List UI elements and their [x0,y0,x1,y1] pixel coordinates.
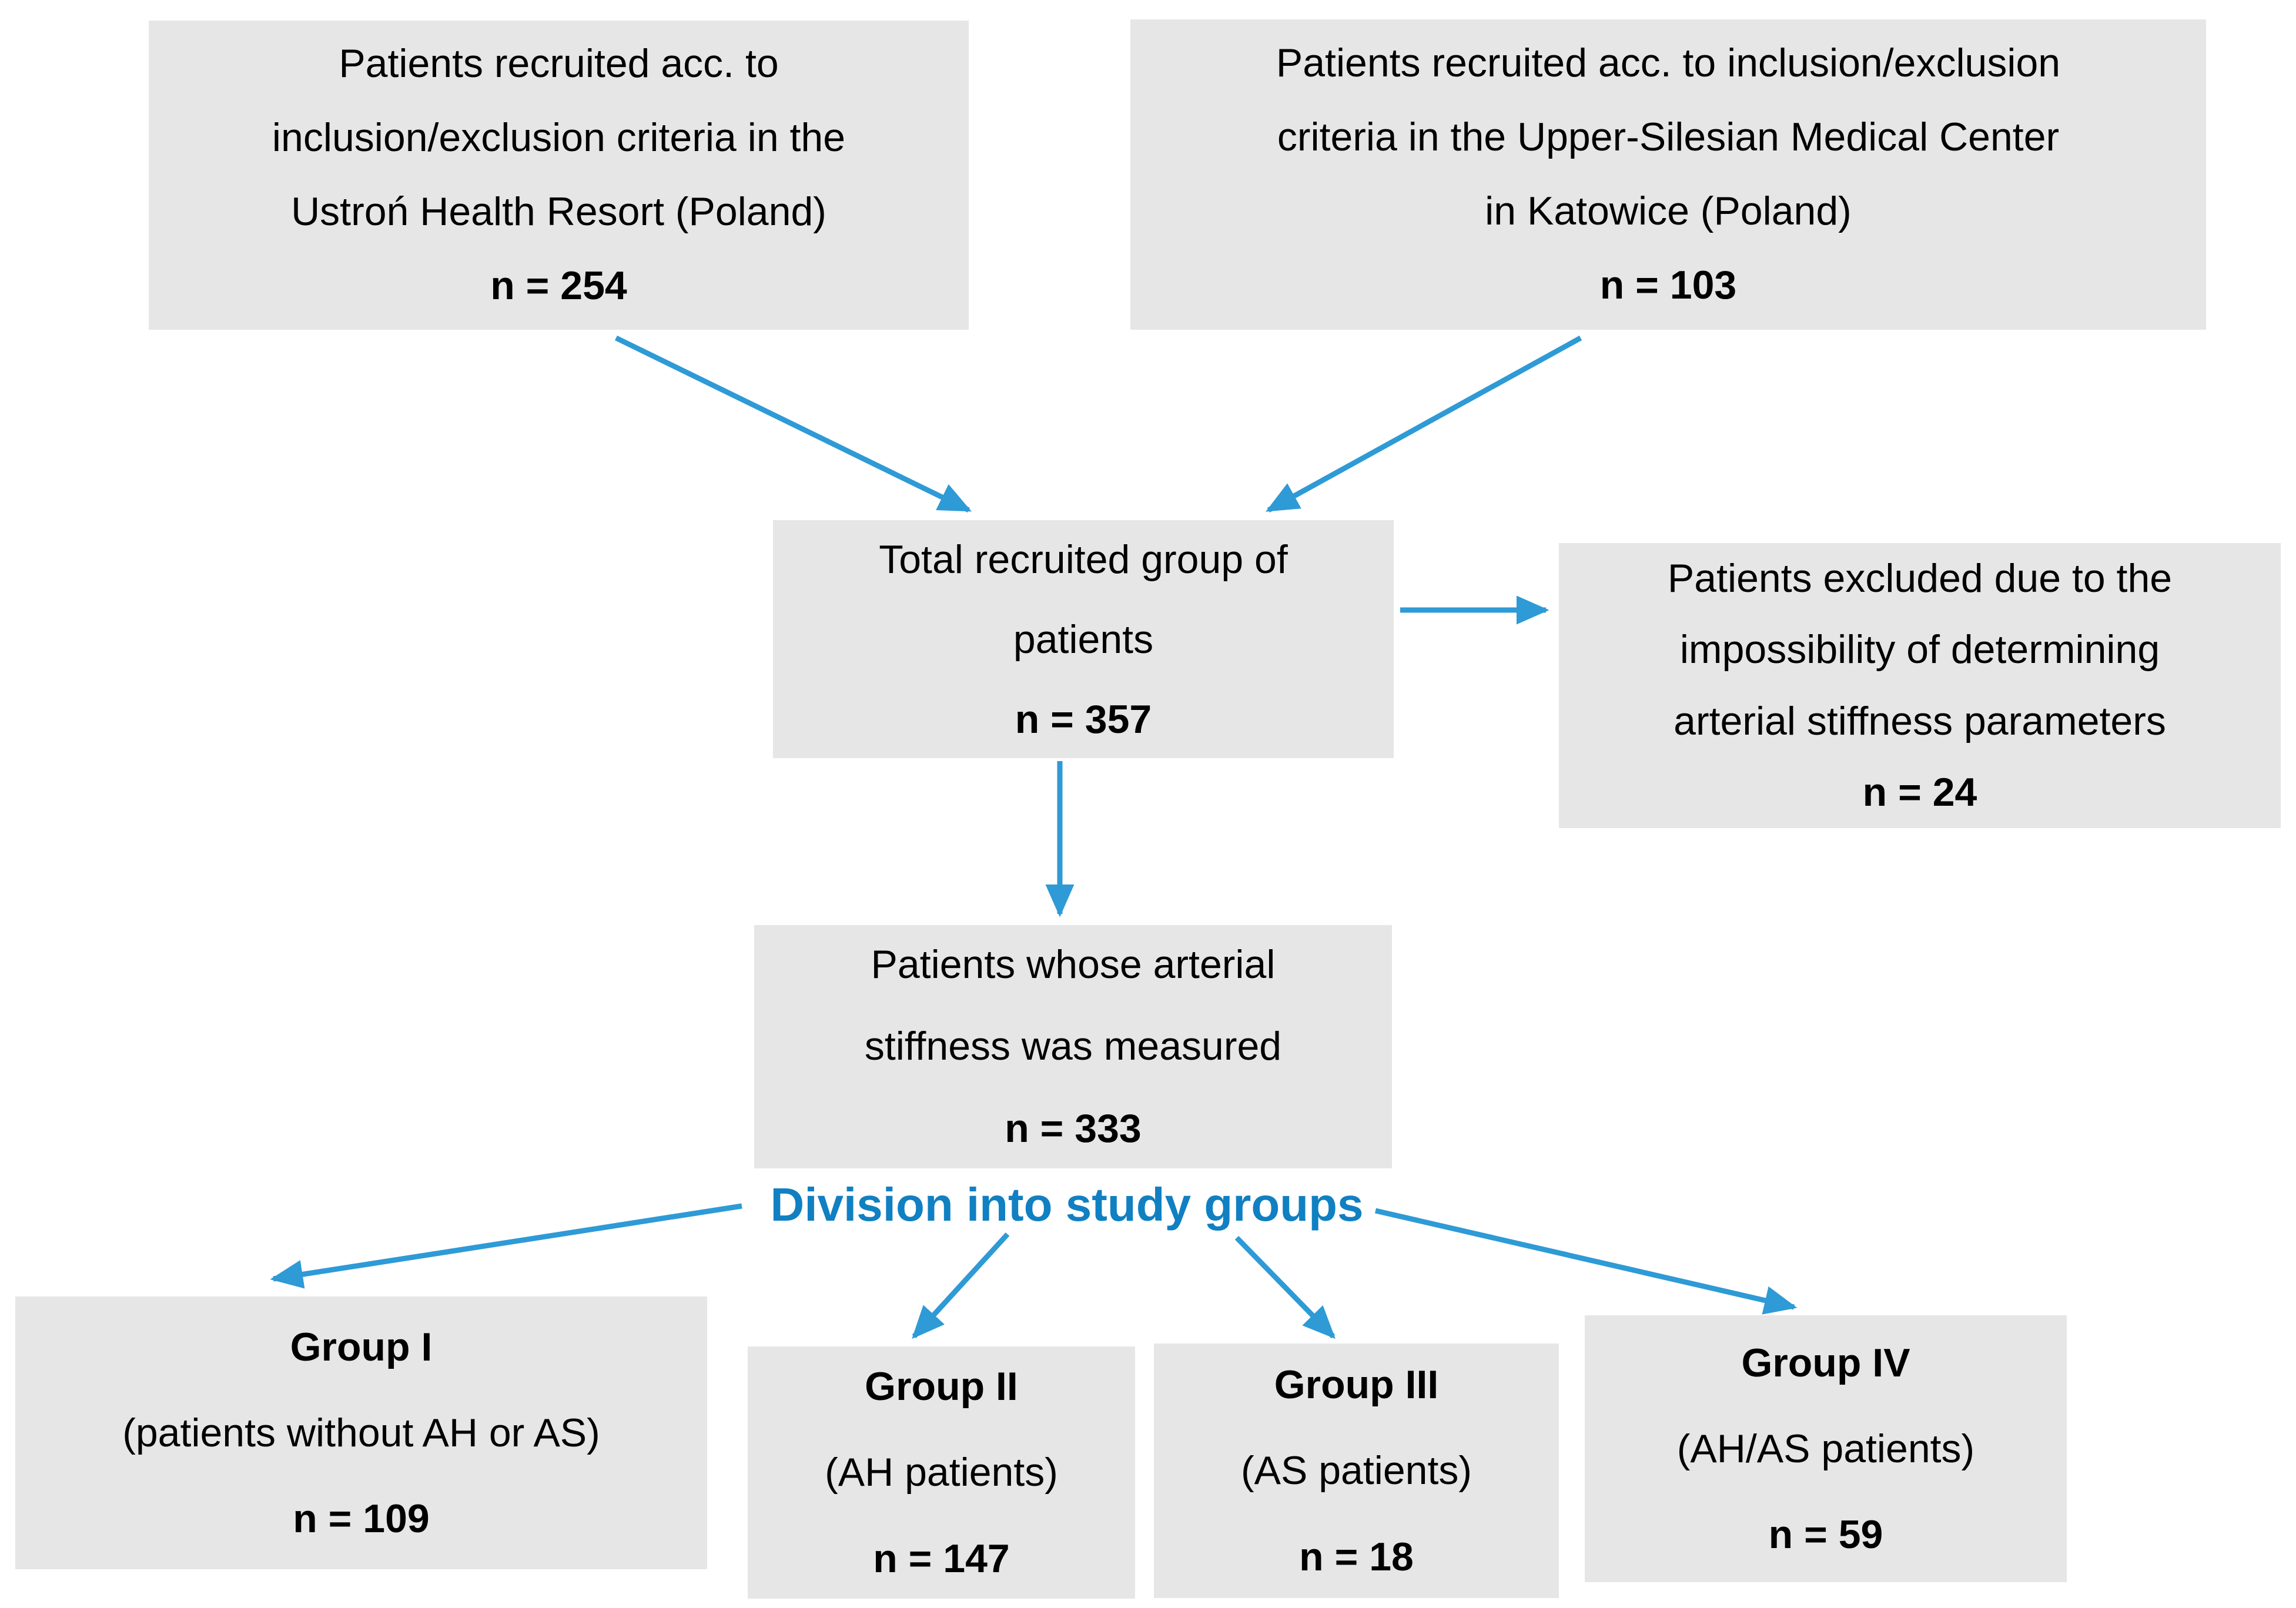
box-excluded-line-3: arterial stiffness parameters [1674,698,2166,743]
box-group-2-count: n = 147 [873,1536,1010,1581]
box-group-3: Group III (AS patients) n = 18 [1154,1344,1559,1598]
arrow-ustron-to-total [615,335,972,513]
box-group-1-title: Group I [290,1324,433,1369]
box-group-1: Group I (patients without AH or AS) n = … [15,1297,707,1569]
box-recruited-katowice-line-2: criteria in the Upper-Silesian Medical C… [1277,115,2060,160]
box-total-recruited-line-1: Total recruited group of [879,537,1288,582]
box-stiffness-measured-line-2: stiffness was measured [864,1024,1282,1069]
box-group-3-subtitle: (AS patients) [1240,1448,1472,1493]
box-recruited-katowice: Patients recruited acc. to inclusion/exc… [1130,19,2206,330]
box-group-3-title: Group III [1274,1362,1439,1408]
box-stiffness-measured-count: n = 333 [1005,1106,1142,1151]
division-into-groups-label: Division into study groups [770,1178,1364,1231]
box-excluded: Patients excluded due to the impossibili… [1559,543,2281,828]
box-total-recruited-count: n = 357 [1015,696,1152,742]
arrow-division-to-group2 [912,1232,1010,1339]
box-group-4: Group IV (AH/AS patients) n = 59 [1585,1315,2067,1582]
box-recruited-ustron-line-2: inclusion/exclusion criteria in the [272,115,846,160]
box-excluded-count: n = 24 [1862,769,1977,815]
box-group-2: Group II (AH patients) n = 147 [748,1346,1135,1599]
box-stiffness-measured: Patients whose arterial stiffness was me… [754,925,1392,1168]
box-total-recruited-line-2: patients [1013,617,1154,662]
box-group-3-count: n = 18 [1299,1534,1414,1579]
box-group-1-subtitle: (patients without AH or AS) [122,1410,600,1455]
box-recruited-ustron-line-1: Patients recruited acc. to [339,41,779,86]
arrow-katowice-to-total [1266,336,1582,512]
arrow-division-to-group3 [1234,1235,1336,1339]
box-stiffness-measured-line-1: Patients whose arterial [871,942,1276,987]
box-recruited-ustron-line-3: Ustroń Health Resort (Poland) [291,189,826,234]
box-group-4-title: Group IV [1741,1340,1910,1385]
box-group-4-count: n = 59 [1768,1512,1883,1557]
box-recruited-ustron: Patients recruited acc. to inclusion/exc… [149,21,969,330]
box-excluded-line-2: impossibility of determining [1679,627,2160,672]
box-recruited-katowice-line-1: Patients recruited acc. to inclusion/exc… [1276,41,2061,86]
box-recruited-katowice-count: n = 103 [1599,262,1737,307]
box-recruited-ustron-count: n = 254 [490,263,627,308]
box-excluded-line-1: Patients excluded due to the [1667,556,2173,601]
box-total-recruited: Total recruited group of patients n = 35… [773,520,1394,758]
box-recruited-katowice-line-3: in Katowice (Poland) [1485,189,1852,233]
box-group-1-count: n = 109 [293,1496,430,1542]
box-group-2-subtitle: (AH patients) [825,1450,1058,1495]
box-group-4-subtitle: (AH/AS patients) [1676,1426,1975,1471]
box-group-2-title: Group II [865,1364,1018,1409]
